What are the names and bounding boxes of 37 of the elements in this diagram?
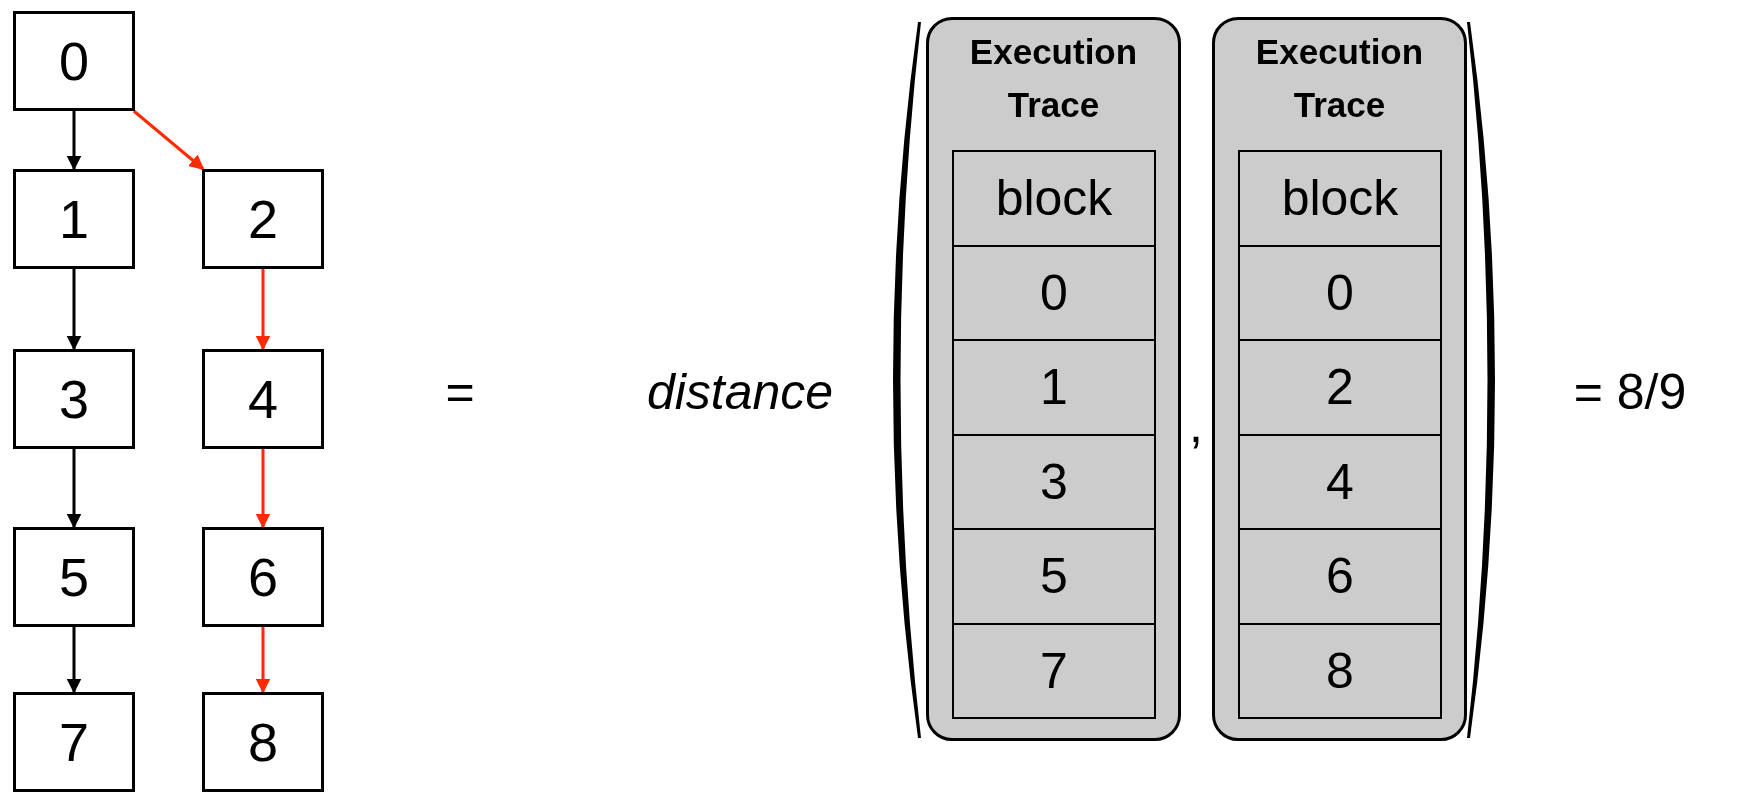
table-cell: block [952,150,1156,247]
block-box: 7 [13,692,135,792]
table-cell: 3 [952,433,1156,530]
table-cell: 7 [952,622,1156,719]
block-box: 0 [13,11,135,111]
equals-sign: = [445,363,475,421]
arrow [255,449,271,529]
block-box: 2 [202,169,324,269]
arrow [66,111,82,171]
arrow [66,627,82,694]
panel-heading: Execution Trace [1254,31,1425,126]
table-cell: 5 [952,528,1156,625]
block-box: 4 [202,349,324,449]
table-cell: 2 [1238,339,1442,436]
block-box: 6 [202,527,324,627]
trace-panel [926,17,1181,741]
table-cell: 1 [952,339,1156,436]
function-name: distance [646,363,834,421]
table-cell: 0 [952,244,1156,341]
table-cell: 6 [1238,528,1442,625]
result-text: = 8/9 [1573,363,1687,421]
table-cell: 0 [1238,244,1442,341]
table-cell: 4 [1238,433,1442,530]
table-cell: 8 [1238,622,1442,719]
block-box: 1 [13,169,135,269]
block-box: 3 [13,349,135,449]
arrow [66,269,82,351]
panel-heading: Execution Trace [968,31,1139,126]
arrow [66,449,82,529]
comma: , [1189,396,1203,454]
table-cell: block [1238,150,1442,247]
arrow [255,627,271,694]
block-box: 8 [202,692,324,792]
arrow [255,269,271,351]
trace-panel [1212,17,1467,741]
block-box: 5 [13,527,135,627]
arrow [132,109,205,171]
